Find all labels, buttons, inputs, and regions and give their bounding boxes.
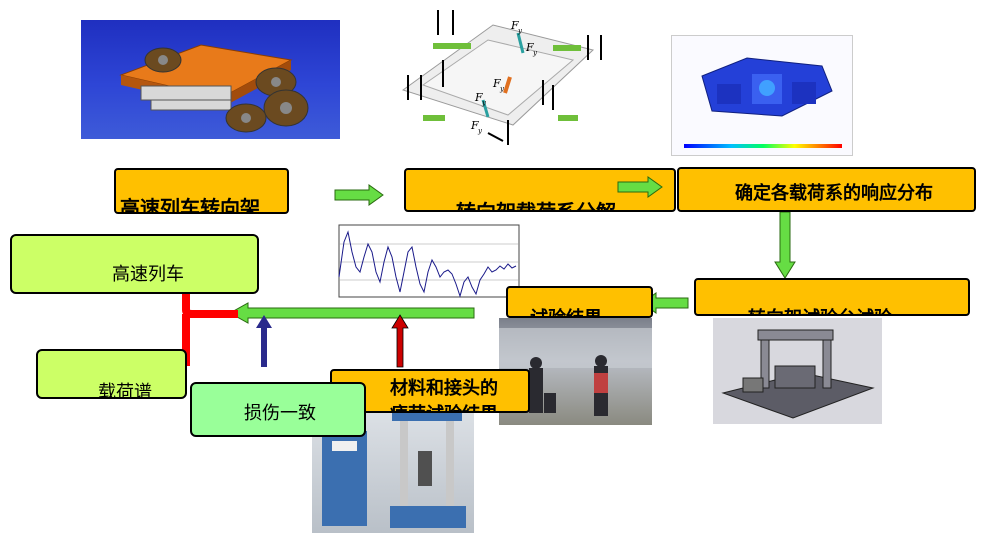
test-rig-render — [713, 318, 882, 424]
force-label-sub-5: y — [477, 127, 483, 135]
stress-contour-plot — [671, 35, 853, 156]
box-damage: 损伤一致 — [190, 382, 366, 437]
force-label-5: F — [470, 119, 479, 132]
force-label-2: F — [525, 41, 534, 54]
force-label-3: F — [492, 77, 501, 90]
arrow-navy-up — [256, 315, 272, 367]
force-label-sub-1: y — [517, 27, 523, 35]
arrow-decompose-to-response — [617, 176, 663, 198]
box-test-partial: 转向架试验台试验 — [694, 278, 970, 316]
box-result-partial: 试验结果 — [506, 286, 653, 318]
bogie-3d-render — [81, 20, 340, 139]
box-spectrum: 载荷谱 — [36, 349, 187, 399]
force-label-sub-3: y — [499, 85, 505, 93]
force-label-sub-4: y — [481, 99, 487, 107]
box-decompose: 转向架载荷系分解 — [404, 168, 676, 212]
arrow-results-to-train — [228, 302, 475, 324]
force-label-4: F — [474, 91, 483, 104]
frame-load-diagram: F y F y F y F y F y — [393, 5, 615, 151]
box-train: 高速列车 — [10, 234, 259, 294]
box-bogie: 高速列车转向架 — [114, 168, 289, 214]
load-signal-plot — [336, 222, 522, 300]
force-label-1: F — [510, 19, 519, 32]
arrow-bogie-to-decompose — [334, 184, 384, 206]
box-response: 确定各载荷系的响应分布 — [677, 167, 976, 212]
force-label-sub-2: y — [532, 49, 538, 57]
red-bracket — [182, 290, 238, 366]
arrow-red-up — [391, 314, 409, 368]
arrow-response-to-test — [774, 212, 796, 279]
